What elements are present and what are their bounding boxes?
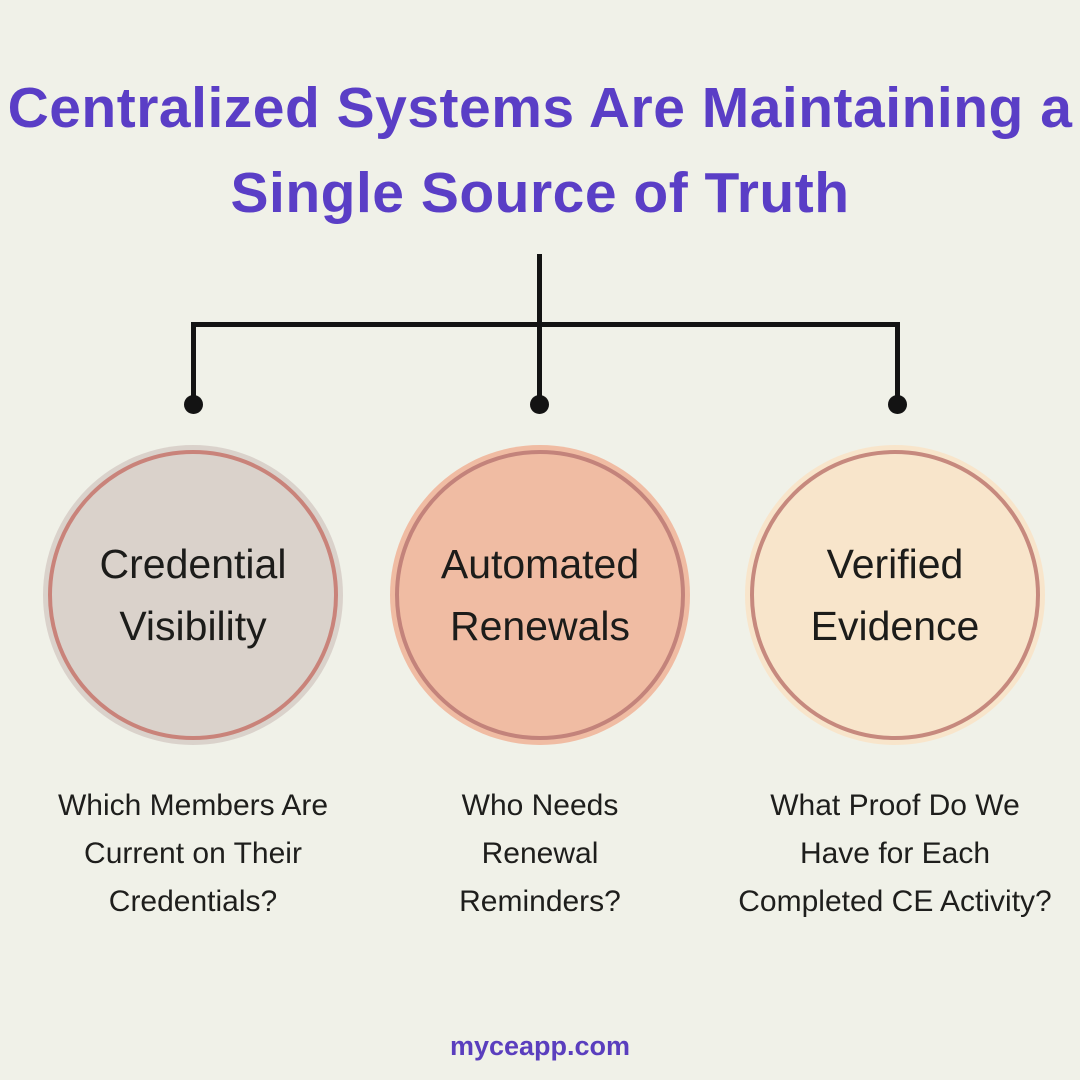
circle-label: Credential Visibility <box>100 533 287 657</box>
connector-horizontal-bar <box>191 322 900 327</box>
caption-verified-evidence: What Proof Do We Have for Each Completed… <box>703 782 1080 926</box>
circle-label-line1: Verified <box>826 541 964 587</box>
connector-dot-right <box>888 395 907 414</box>
caption-credential-visibility: Which Members Are Current on Their Crede… <box>13 782 373 926</box>
caption-line1: Who Needs <box>461 789 619 822</box>
circle-ring <box>750 450 1040 740</box>
caption-automated-renewals: Who Needs Renewal Reminders? <box>410 782 670 926</box>
caption-line3: Completed CE Activity? <box>738 885 1052 918</box>
connector-dot-center <box>530 395 549 414</box>
connector-vertical-left <box>191 322 196 404</box>
footer-website-url: myceapp.com <box>449 1031 631 1061</box>
caption-line2: Have for Each <box>799 837 991 870</box>
caption-line3: Reminders? <box>459 885 621 918</box>
caption-line1: What Proof Do We <box>770 789 1020 822</box>
circle-label: Verified Evidence <box>811 533 980 657</box>
circle-label-line2: Visibility <box>119 603 267 649</box>
connector-dot-left <box>184 395 203 414</box>
connector-vertical-right <box>895 322 900 404</box>
circle-ring <box>48 450 338 740</box>
circle-label: Automated Renewals <box>441 533 639 657</box>
circle-credential-visibility: Credential Visibility <box>43 445 343 745</box>
page-title-line2: Single Source of Truth <box>230 161 850 225</box>
caption-line2: Renewal <box>481 837 599 870</box>
page-title-line1: Centralized Systems Are Maintaining a <box>7 76 1073 140</box>
caption-line3: Credentials? <box>108 885 278 918</box>
connector-vertical-center <box>537 254 542 404</box>
caption-line2: Current on Their <box>84 837 302 870</box>
circle-verified-evidence: Verified Evidence <box>745 445 1045 745</box>
circle-label-line2: Renewals <box>449 603 631 649</box>
circle-automated-renewals: Automated Renewals <box>390 445 690 745</box>
circle-label-line1: Credential <box>99 541 287 587</box>
circle-ring <box>395 450 685 740</box>
circle-label-line2: Evidence <box>810 603 980 649</box>
caption-line1: Which Members Are <box>57 789 329 822</box>
circle-label-line1: Automated <box>440 541 640 587</box>
page-title: Centralized Systems Are Maintaining a Si… <box>0 66 1080 236</box>
